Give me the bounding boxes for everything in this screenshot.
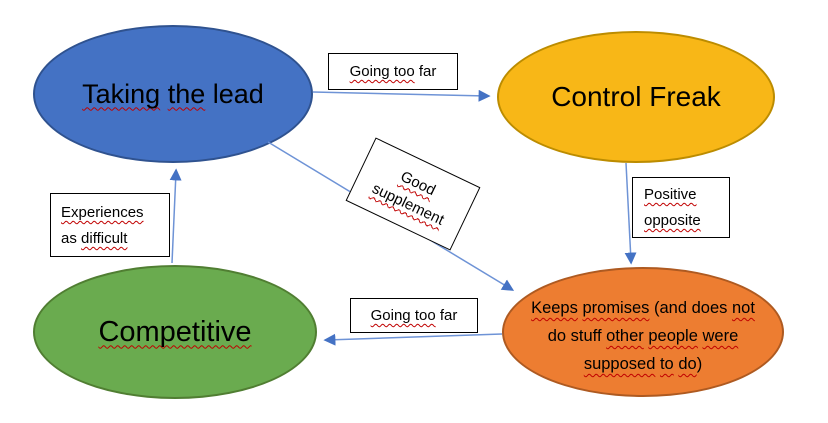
text-segment: opposite bbox=[644, 212, 701, 229]
label-text: Going too far bbox=[350, 63, 437, 80]
text-segment: Going too bbox=[349, 63, 415, 80]
label-line: Positive bbox=[644, 182, 729, 208]
text-segment: difficult bbox=[81, 230, 128, 247]
text-segment: not bbox=[731, 299, 755, 317]
node-control-freak[interactable]: Control Freak bbox=[497, 31, 775, 163]
text-segment: far bbox=[414, 63, 437, 80]
connector-taking-to-control[interactable] bbox=[312, 89, 491, 102]
node-label: Taking the lead bbox=[82, 79, 264, 110]
connector-control-to-keeps[interactable] bbox=[624, 162, 637, 265]
text-segment: do bbox=[678, 355, 697, 373]
node-label-line: do stuff other people were bbox=[548, 322, 739, 350]
label-going-too-far-bottom[interactable]: Going too far bbox=[350, 298, 478, 333]
label-going-too-far-top[interactable]: Going too far bbox=[328, 53, 458, 90]
text-segment: were bbox=[702, 327, 739, 345]
text-segment: the bbox=[167, 78, 206, 109]
connector-competitive-to-taking[interactable] bbox=[169, 168, 182, 264]
node-label-line: Keeps promises (and does not bbox=[531, 294, 755, 322]
node-label: Control Freak bbox=[551, 81, 721, 113]
text-segment: (and does bbox=[649, 299, 732, 317]
node-taking-the-lead[interactable]: Taking the lead bbox=[33, 25, 313, 163]
label-experiences-as-difficult[interactable]: Experiences as difficult bbox=[50, 193, 170, 257]
text-segment: Taking bbox=[82, 78, 161, 109]
text-segment: Experiences bbox=[61, 204, 144, 221]
label-text: Going too far bbox=[371, 307, 458, 324]
label-line: opposite bbox=[644, 208, 729, 234]
label-line: Experiences bbox=[61, 200, 169, 226]
node-label: Competitive bbox=[98, 316, 251, 349]
connector-keeps-to-competitive[interactable] bbox=[323, 333, 503, 346]
node-keeps-promises[interactable]: Keeps promises (and does not do stuff ot… bbox=[502, 267, 784, 397]
text-segment: Positive bbox=[644, 186, 697, 203]
text-segment: promises bbox=[582, 299, 650, 317]
node-competitive[interactable]: Competitive bbox=[33, 265, 317, 399]
text-segment: Going too bbox=[370, 307, 436, 324]
text-segment: other bbox=[606, 327, 644, 345]
node-label-line: supposed to do) bbox=[584, 350, 702, 378]
text-segment: as bbox=[61, 230, 82, 247]
text-segment: do stuff bbox=[547, 327, 607, 345]
text-segment: lead bbox=[205, 78, 264, 109]
text-segment: Competitive bbox=[98, 315, 252, 348]
text-segment: people bbox=[648, 327, 698, 345]
text-segment: supposed bbox=[583, 355, 656, 373]
text-segment: to bbox=[659, 355, 674, 373]
label-positive-opposite[interactable]: Positive opposite bbox=[632, 177, 730, 238]
text-segment: Keeps bbox=[531, 299, 578, 317]
text-segment: far bbox=[435, 307, 458, 324]
label-line: as difficult bbox=[61, 226, 169, 252]
text-segment: Control Freak bbox=[551, 81, 721, 112]
text-segment: ) bbox=[696, 355, 703, 373]
